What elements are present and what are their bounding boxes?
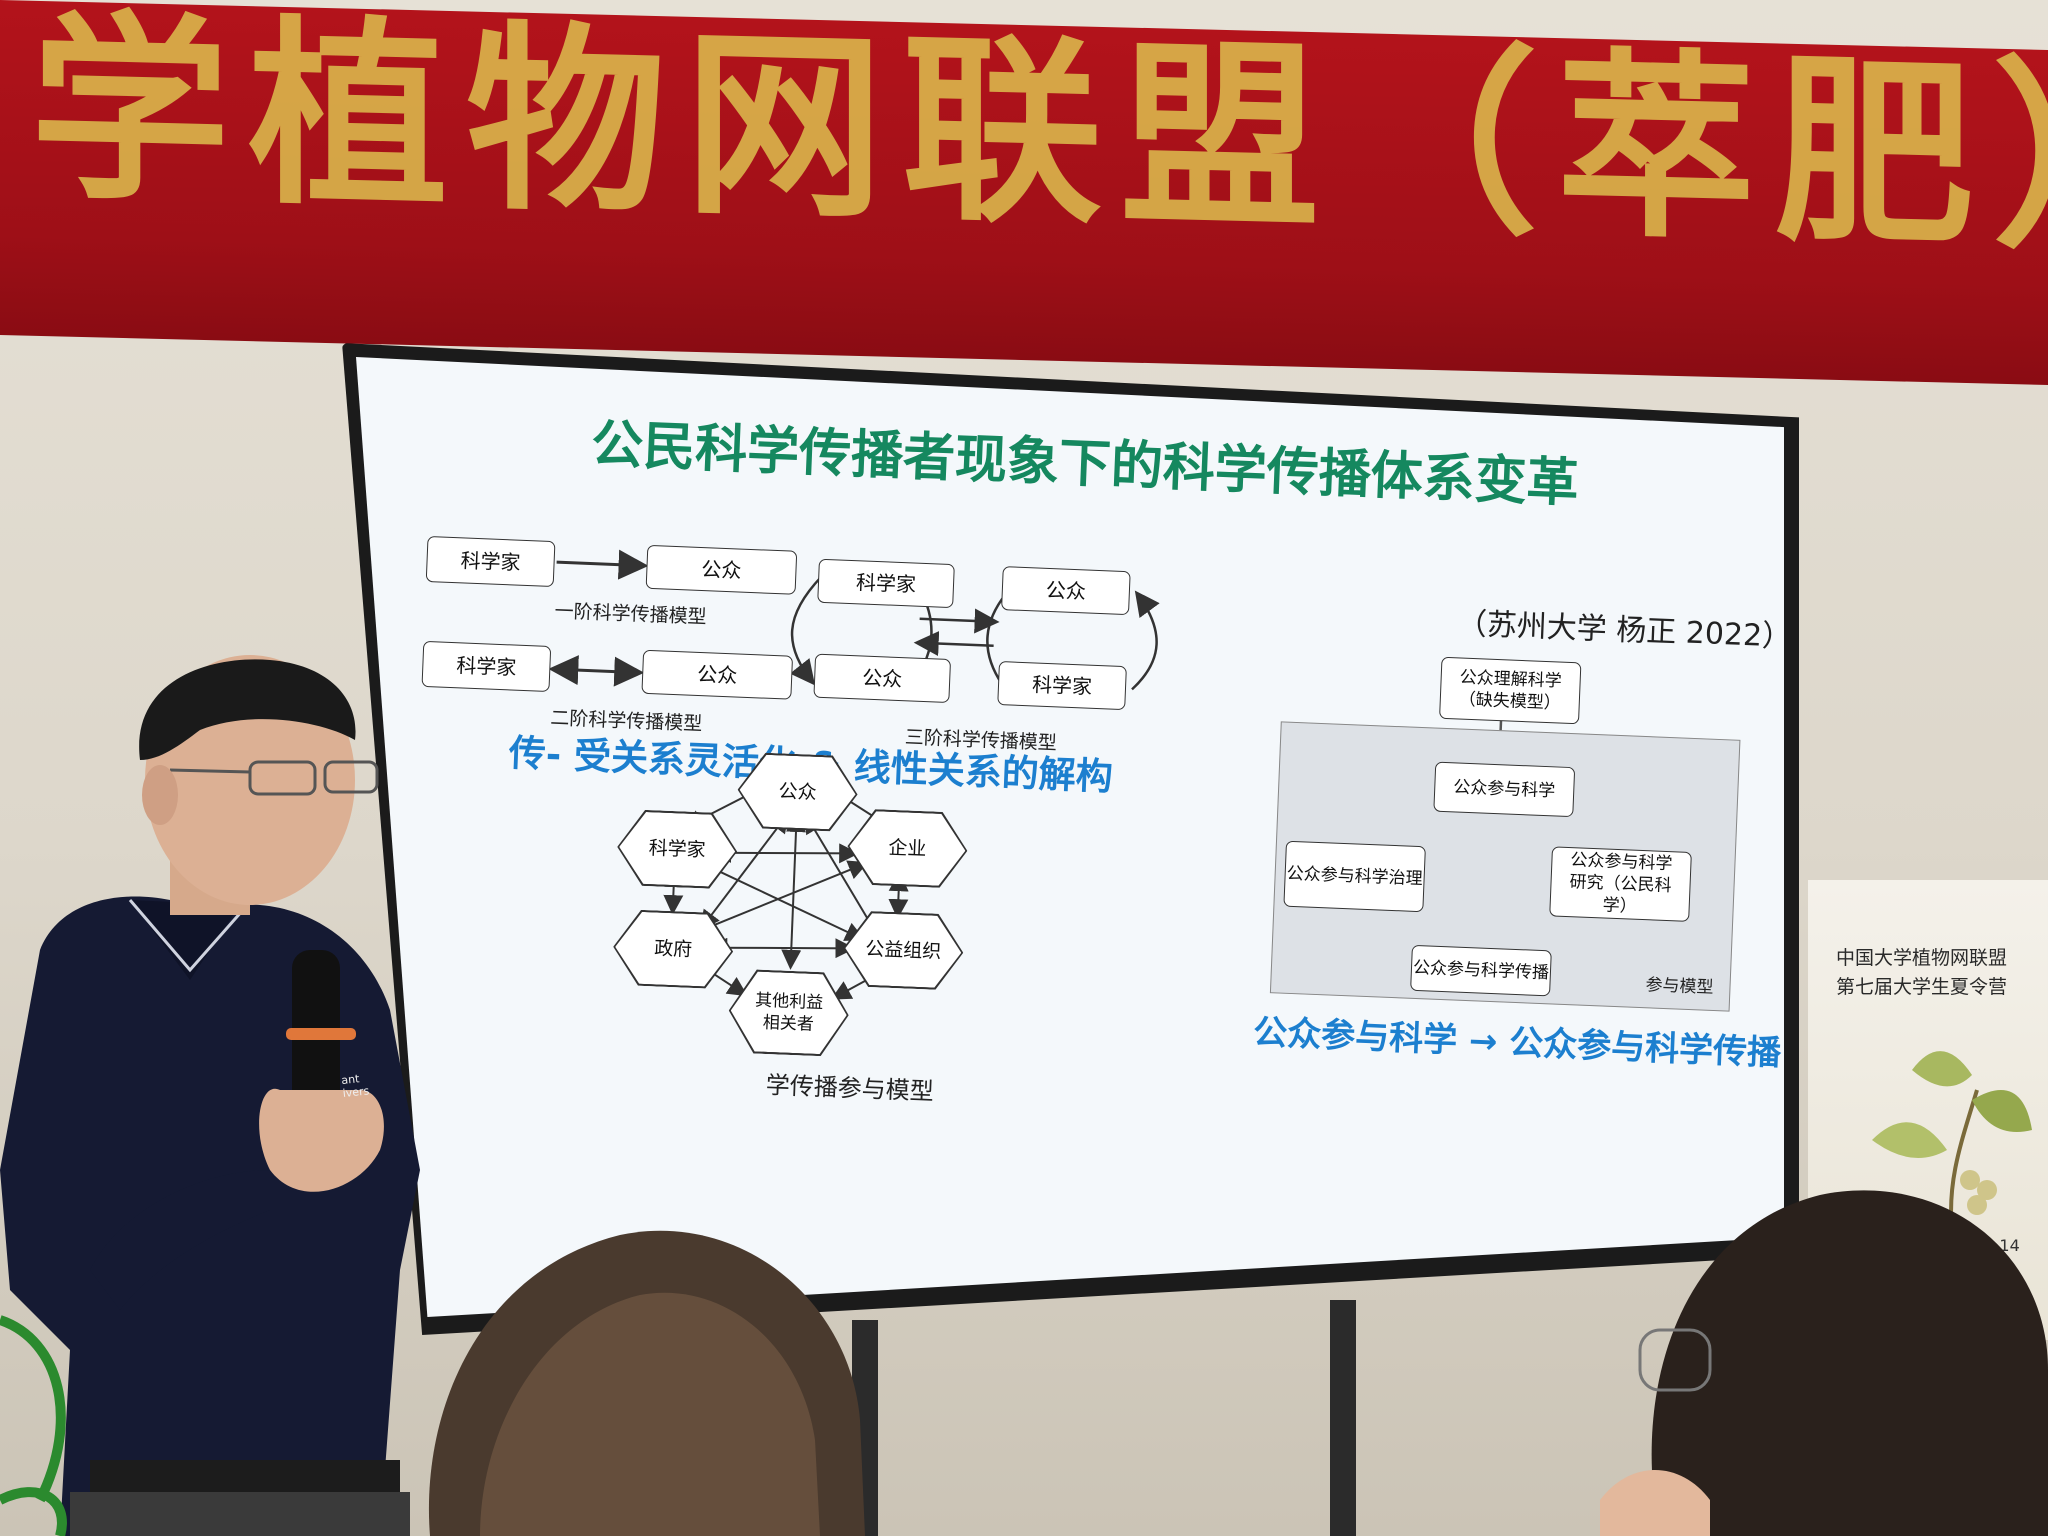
red-banner: 学植物网联盟（萃肥）第七届大 [0, 0, 2048, 386]
model3-public-b-box: 公众 [1001, 566, 1131, 616]
model3-scientist-a-box: 科学家 [817, 558, 955, 609]
model1-scientist-box: 科学家 [425, 535, 556, 588]
participation-right-box: 公众参与科学研究（公民科学） [1549, 846, 1692, 922]
model1-public-box: 公众 [645, 544, 798, 595]
presenter [0, 655, 420, 1536]
participation-label: 参与模型 [1645, 975, 1714, 998]
poster-title-line2: 第七届大学生夏令营 [1836, 976, 2008, 999]
network-caption: 学传播参与模型 [765, 1071, 935, 1106]
audience-head-left [428, 1230, 865, 1536]
poster-title-line1: 中国大学植物网联盟 [1836, 947, 2008, 969]
banner-text: 学植物网联盟（萃肥）第七届大 [30, 0, 2048, 301]
participation-center-box: 公众参与科学 [1433, 761, 1576, 818]
tv-stand-right [1330, 1300, 1356, 1536]
presentation-slide: 公民科学传播者现象下的科学传播体系变革 （苏州大学 杨正 2022） [356, 357, 1784, 1317]
participation-left-box: 公众参与科学治理 [1283, 840, 1426, 913]
model3-public-a-box: 公众 [813, 653, 952, 704]
participation-top-box: 公众理解科学（缺失模型） [1439, 656, 1582, 725]
model2-public-box: 公众 [641, 649, 794, 700]
audience-head-right [1600, 1190, 2048, 1536]
participation-bottom-box: 公众参与科学传播 [1410, 944, 1552, 997]
model3-scientist-b-box: 科学家 [997, 661, 1127, 711]
plant-logo [0, 1315, 67, 1536]
